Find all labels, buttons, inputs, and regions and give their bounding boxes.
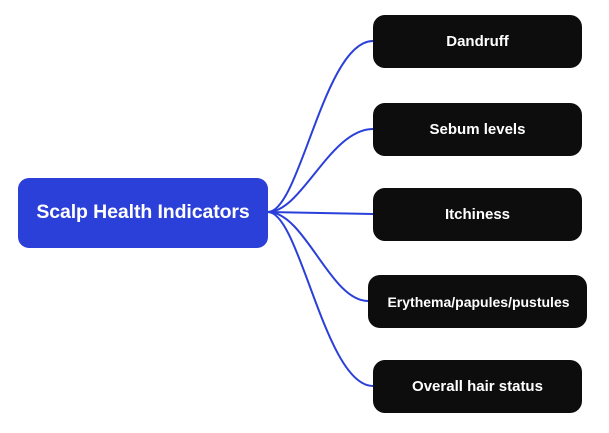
- branch-node-erythema-papules-pustules[interactable]: Erythema/papules/pustules: [368, 275, 587, 328]
- root-node[interactable]: Scalp Health Indicators: [18, 178, 268, 248]
- edge-to-sebum-levels: [267, 128, 374, 213]
- edge-to-itchiness: [267, 211, 374, 215]
- branch-node-label: Itchiness: [444, 206, 511, 223]
- branch-node-dandruff[interactable]: Dandruff: [373, 15, 582, 68]
- branch-node-label: Erythema/papules/pustules: [387, 293, 570, 310]
- branch-node-label: Dandruff: [446, 33, 509, 50]
- branch-node-itchiness[interactable]: Itchiness: [373, 188, 582, 241]
- branch-node-label: Sebum levels: [429, 121, 526, 138]
- root-node-label: Scalp Health Indicators: [36, 201, 250, 224]
- branch-node-sebum-levels[interactable]: Sebum levels: [373, 103, 582, 156]
- edge-to-erythema: [267, 211, 369, 302]
- branch-node-label: Overall hair status: [412, 378, 543, 395]
- edge-to-dandruff: [267, 40, 374, 213]
- edge-to-overall-hair-status: [267, 211, 374, 387]
- branch-node-overall-hair-status[interactable]: Overall hair status: [373, 360, 582, 413]
